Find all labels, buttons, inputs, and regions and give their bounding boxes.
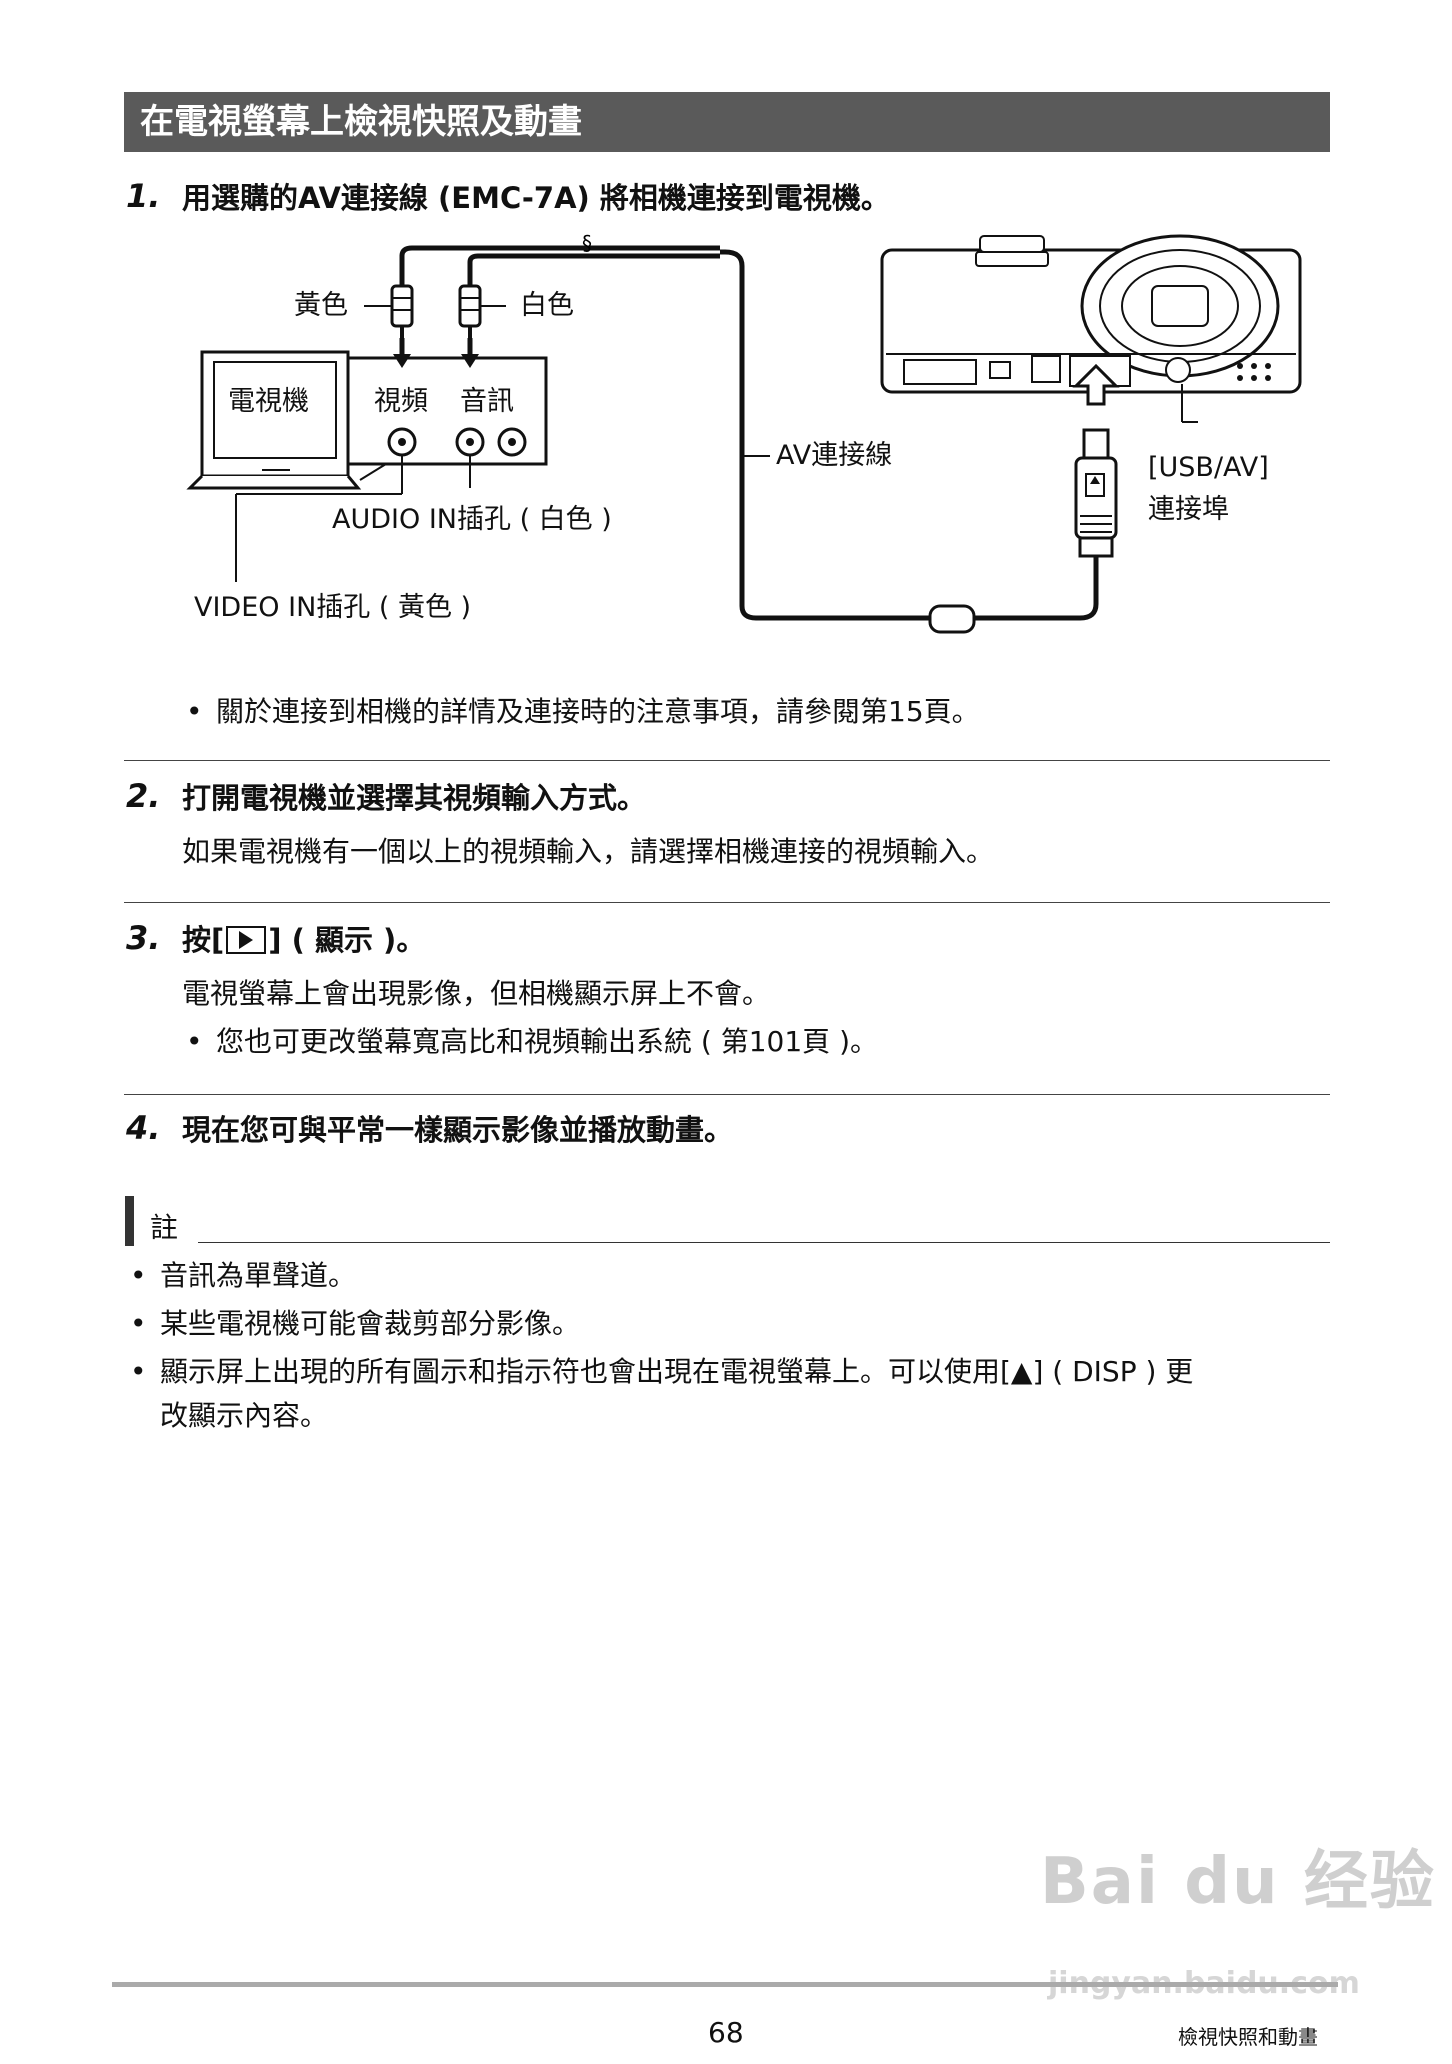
step-2-body: 如果電視機有一個以上的視頻輸入，請選擇相機連接的視頻輸入。 <box>182 835 995 868</box>
step-2-number: 2. <box>126 777 161 815</box>
step-3-number: 3. <box>126 919 161 957</box>
step-1-heading: 用選購的AV連接線 (EMC-7A) 將相機連接到電視機。 <box>182 181 890 215</box>
divider <box>124 902 1330 903</box>
bullet-dot: • <box>130 1307 147 1340</box>
step-3-heading-post: ] ( 顯示 )。 <box>268 923 426 957</box>
label-usb-port-1: [USB/AV] <box>1148 452 1269 483</box>
step-1-number: 1. <box>126 177 161 215</box>
step-3-heading: 按[ ] ( 顯示 )。 <box>182 920 425 960</box>
bullet-dot: • <box>130 1259 147 1292</box>
step-3-body: 電視螢幕上會出現影像，但相機顯示屏上不會。 <box>182 977 771 1010</box>
label-audio: 音訊 <box>460 386 514 417</box>
step-3-bullet: 您也可更改螢幕寬高比和視頻輸出系統 ( 第101頁 )。 <box>216 1025 878 1058</box>
watermark-logo: Bai du 经验 <box>1040 1845 1436 1919</box>
camera-icon <box>880 234 1302 394</box>
divider <box>124 760 1330 761</box>
note-item: 某些電視機可能會裁剪部分影像。 <box>160 1307 581 1340</box>
note-item: 音訊為單聲道。 <box>160 1259 357 1292</box>
step-2-heading: 打開電視機並選擇其視頻輸入方式。 <box>182 781 647 815</box>
connection-diagram: § <box>186 231 1302 634</box>
tv-icon <box>186 350 362 490</box>
title-bar <box>124 92 1330 152</box>
step-4-number: 4. <box>126 1109 161 1147</box>
play-icon <box>226 926 267 954</box>
label-av-cable: AV連接線 <box>776 440 893 471</box>
note-marker <box>125 1196 134 1246</box>
footer-rule <box>112 1982 1338 1987</box>
step-3-heading-pre: 按[ <box>182 923 225 957</box>
divider <box>124 1094 1330 1095</box>
usb-plug-icon <box>1072 363 1120 558</box>
page-title: 在電視螢幕上檢視快照及動畫 <box>140 102 582 142</box>
svg-text:§: § <box>582 231 592 255</box>
footer-section: 檢視快照和動畫 <box>1178 2025 1318 2049</box>
note-label: 註 <box>150 1211 179 1244</box>
step-1-bullet: 關於連接到相機的詳情及連接時的注意事項，請參閱第15頁。 <box>216 695 980 728</box>
yellow-plug-icon <box>390 284 414 338</box>
bullet-dot: • <box>186 1025 203 1058</box>
step-4-heading: 現在您可與平常一樣顯示影像並播放動畫。 <box>182 1113 734 1147</box>
label-video-in: VIDEO IN插孔 ( 黃色 ) <box>194 592 472 623</box>
page-number: 68 <box>708 2016 744 2049</box>
label-white: 白色 <box>520 290 574 321</box>
note-divider <box>198 1242 1330 1243</box>
label-video: 視頻 <box>374 386 428 417</box>
label-audio-in: AUDIO IN插孔 ( 白色 ) <box>332 504 612 535</box>
label-yellow: 黃色 <box>294 290 348 321</box>
note-item: 顯示屏上出現的所有圖示和指示符也會出現在電視螢幕上。可以使用[▲] ( DISP… <box>160 1355 1194 1388</box>
audio-jack-icon <box>455 427 527 457</box>
note-item-continued: 改顯示內容。 <box>160 1399 329 1432</box>
label-usb-port-2: 連接埠 <box>1148 494 1229 525</box>
label-tv: 電視機 <box>228 386 309 417</box>
bullet-dot: • <box>130 1355 147 1388</box>
bullet-dot: • <box>186 695 203 728</box>
white-plug-icon <box>458 284 482 338</box>
video-jack-icon <box>387 427 417 457</box>
